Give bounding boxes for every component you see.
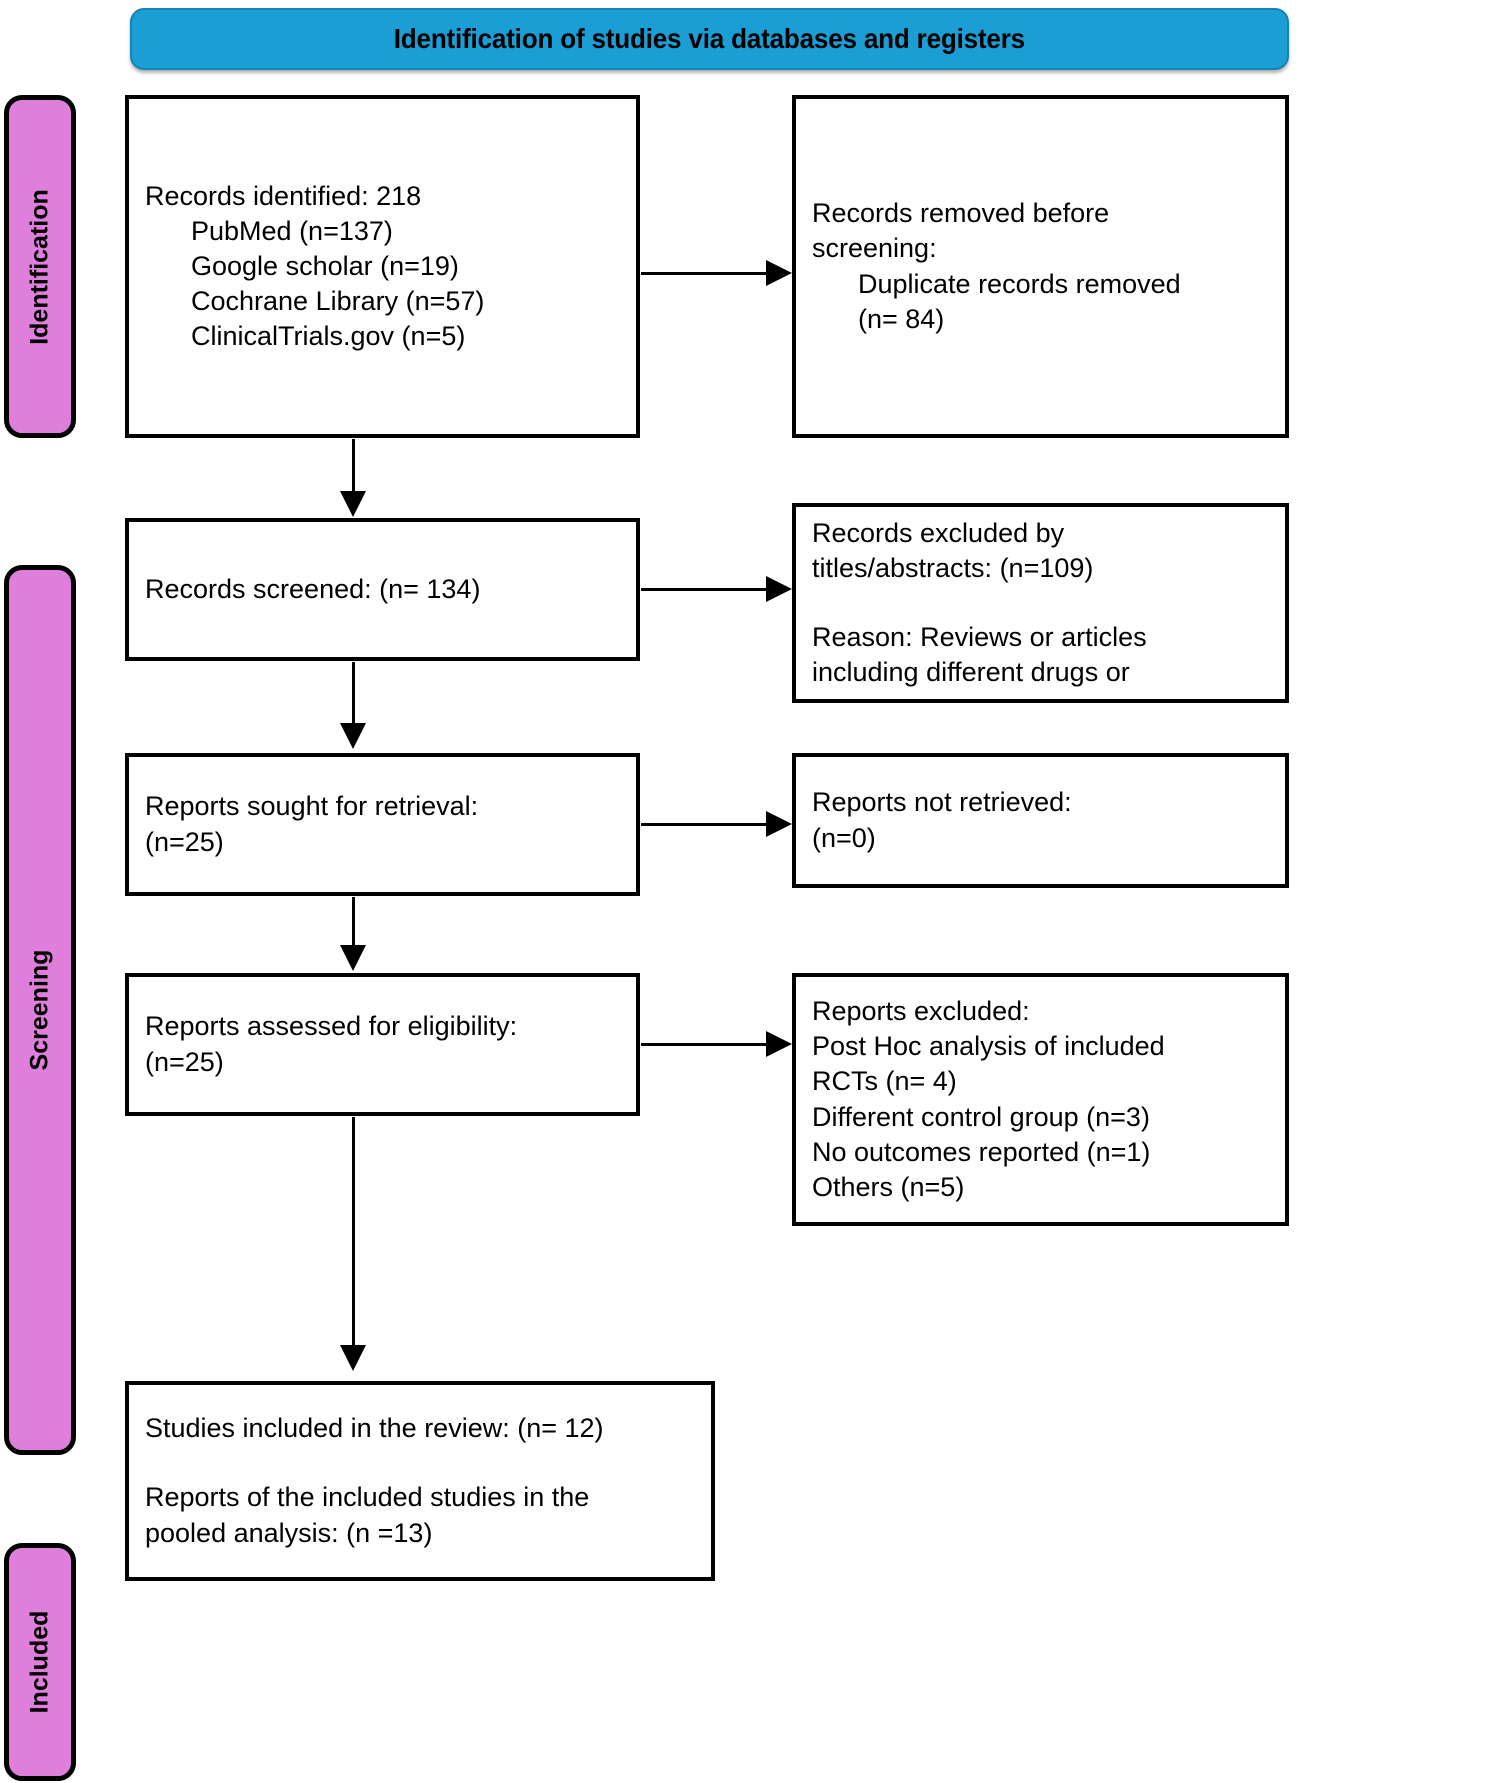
connector-sought-to-assessed [352, 897, 355, 947]
stage-label-screening: Screening [4, 565, 76, 1455]
connector-screened-to-excluded [641, 588, 766, 591]
connector-identified-to-screened [352, 439, 355, 493]
stage-label-identification-text: Identification [25, 188, 54, 345]
records-removed-line2: screening: [812, 233, 937, 264]
box-records-identified: Records identified: 218 PubMed (n=137) G… [125, 95, 640, 438]
reports-excluded-reason-others: Others (n=5) [812, 1171, 965, 1202]
stage-label-included-text: Included [25, 1610, 54, 1714]
reports-pooled-analysis-line2: pooled analysis: (n =13) [145, 1517, 433, 1548]
source-pubmed: PubMed (n=137) [191, 215, 393, 246]
box-reports-not-retrieved: Reports not retrieved: (n=0) [792, 753, 1289, 888]
stage-label-included: Included [4, 1543, 76, 1781]
reports-not-retrieved-label: Reports not retrieved: [812, 787, 1072, 818]
reports-pooled-analysis-line1: Reports of the included studies in the [145, 1482, 590, 1513]
connector-identified-to-removed [641, 272, 766, 275]
duplicate-records-removed: Duplicate records removed [858, 268, 1181, 299]
reports-assessed-count: (n=25) [145, 1046, 224, 1077]
reports-excluded-reason-rcts-count: RCTs (n= 4) [812, 1066, 957, 1097]
reports-excluded-reason-control-group: Different control group (n=3) [812, 1101, 1150, 1132]
reports-not-retrieved-count: (n=0) [812, 822, 876, 853]
connector-sought-to-not-retrieved [641, 823, 766, 826]
box-records-screened: Records screened: (n= 134) [125, 518, 640, 661]
source-cochrane-library: Cochrane Library (n=57) [191, 286, 485, 317]
arrowhead-screened-to-excluded [766, 576, 792, 602]
diagram-title-banner: Identification of studies via databases … [130, 8, 1289, 70]
records-identified-total: Records identified: 218 [145, 180, 422, 211]
arrowhead-screened-to-sought [340, 723, 366, 749]
arrowhead-assessed-to-included [340, 1345, 366, 1371]
stage-label-screening-text: Screening [25, 949, 54, 1071]
arrowhead-sought-to-not-retrieved [766, 811, 792, 837]
records-excluded-line2: titles/abstracts: (n=109) [812, 552, 1094, 583]
source-google-scholar: Google scholar (n=19) [191, 250, 459, 281]
records-removed-line1: Records removed before [812, 198, 1110, 229]
connector-screened-to-sought [352, 662, 355, 725]
reports-sought-count: (n=25) [145, 826, 224, 857]
records-excluded-line1: Records excluded by [812, 517, 1065, 548]
box-studies-included: Studies included in the review: (n= 12) … [125, 1381, 715, 1581]
duplicate-records-count: (n= 84) [858, 303, 945, 334]
source-clinicaltrials-gov: ClinicalTrials.gov (n=5) [191, 321, 466, 352]
reports-excluded-reason-post-hoc: Post Hoc analysis of included [812, 1031, 1165, 1062]
records-screened-count: Records screened: (n= 134) [145, 573, 481, 604]
reports-assessed-label: Reports assessed for eligibility: [145, 1011, 518, 1042]
diagram-title: Identification of studies via databases … [393, 23, 1026, 54]
box-records-removed-before-screening: Records removed before screening: Duplic… [792, 95, 1289, 438]
reports-sought-label: Reports sought for retrieval: [145, 791, 479, 822]
box-records-excluded-titles-abstracts: Records excluded by titles/abstracts: (n… [792, 503, 1289, 703]
arrowhead-sought-to-assessed [340, 945, 366, 971]
box-reports-excluded: Reports excluded: Post Hoc analysis of i… [792, 973, 1289, 1226]
reports-excluded-reason-no-outcomes: No outcomes reported (n=1) [812, 1136, 1151, 1167]
reports-excluded-label: Reports excluded: [812, 996, 1030, 1027]
records-excluded-reason-line2: including different drugs or [812, 657, 1130, 688]
records-excluded-reason-line1: Reason: Reviews or articles [812, 622, 1147, 652]
arrowhead-assessed-to-reports-excluded [766, 1031, 792, 1057]
arrowhead-identified-to-screened [340, 491, 366, 517]
arrowhead-identified-to-removed [766, 260, 792, 286]
connector-assessed-to-included [352, 1117, 355, 1347]
studies-included-review: Studies included in the review: (n= 12) [145, 1413, 604, 1444]
box-reports-sought-for-retrieval: Reports sought for retrieval: (n=25) [125, 753, 640, 896]
box-reports-assessed-for-eligibility: Reports assessed for eligibility: (n=25) [125, 973, 640, 1116]
stage-label-identification: Identification [4, 95, 76, 438]
connector-assessed-to-reports-excluded [641, 1043, 766, 1046]
